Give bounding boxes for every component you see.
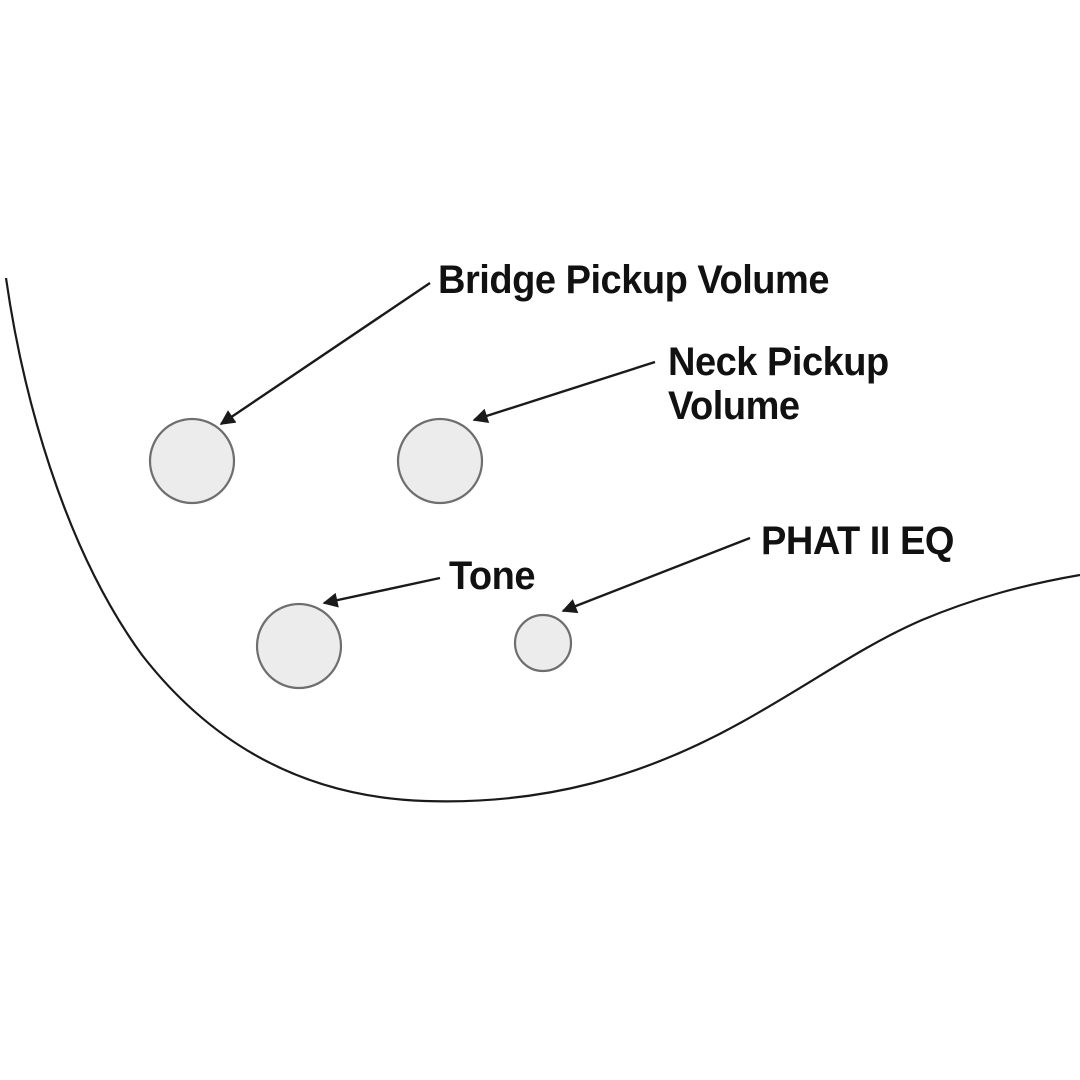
neck-pickup-volume-knob bbox=[396, 417, 484, 505]
bridge-volume-arrow bbox=[219, 282, 431, 425]
bridge-pickup-volume-knob bbox=[148, 417, 236, 505]
neck-volume-label: Neck Pickup Volume bbox=[668, 340, 889, 428]
tone-label: Tone bbox=[449, 554, 536, 598]
knobs bbox=[148, 417, 573, 690]
tone-arrow bbox=[322, 576, 441, 608]
bridge-volume-label: Bridge Pickup Volume bbox=[438, 258, 829, 302]
leader-arrows bbox=[219, 282, 751, 614]
neck-volume-arrow bbox=[472, 360, 656, 424]
guitar-body-outline bbox=[4, 277, 1080, 803]
tone-knob bbox=[255, 602, 343, 690]
phat-eq-label: PHAT II EQ bbox=[761, 519, 955, 563]
phat-eq-arrow bbox=[561, 536, 751, 614]
phat-ii-eq-knob bbox=[513, 613, 573, 673]
